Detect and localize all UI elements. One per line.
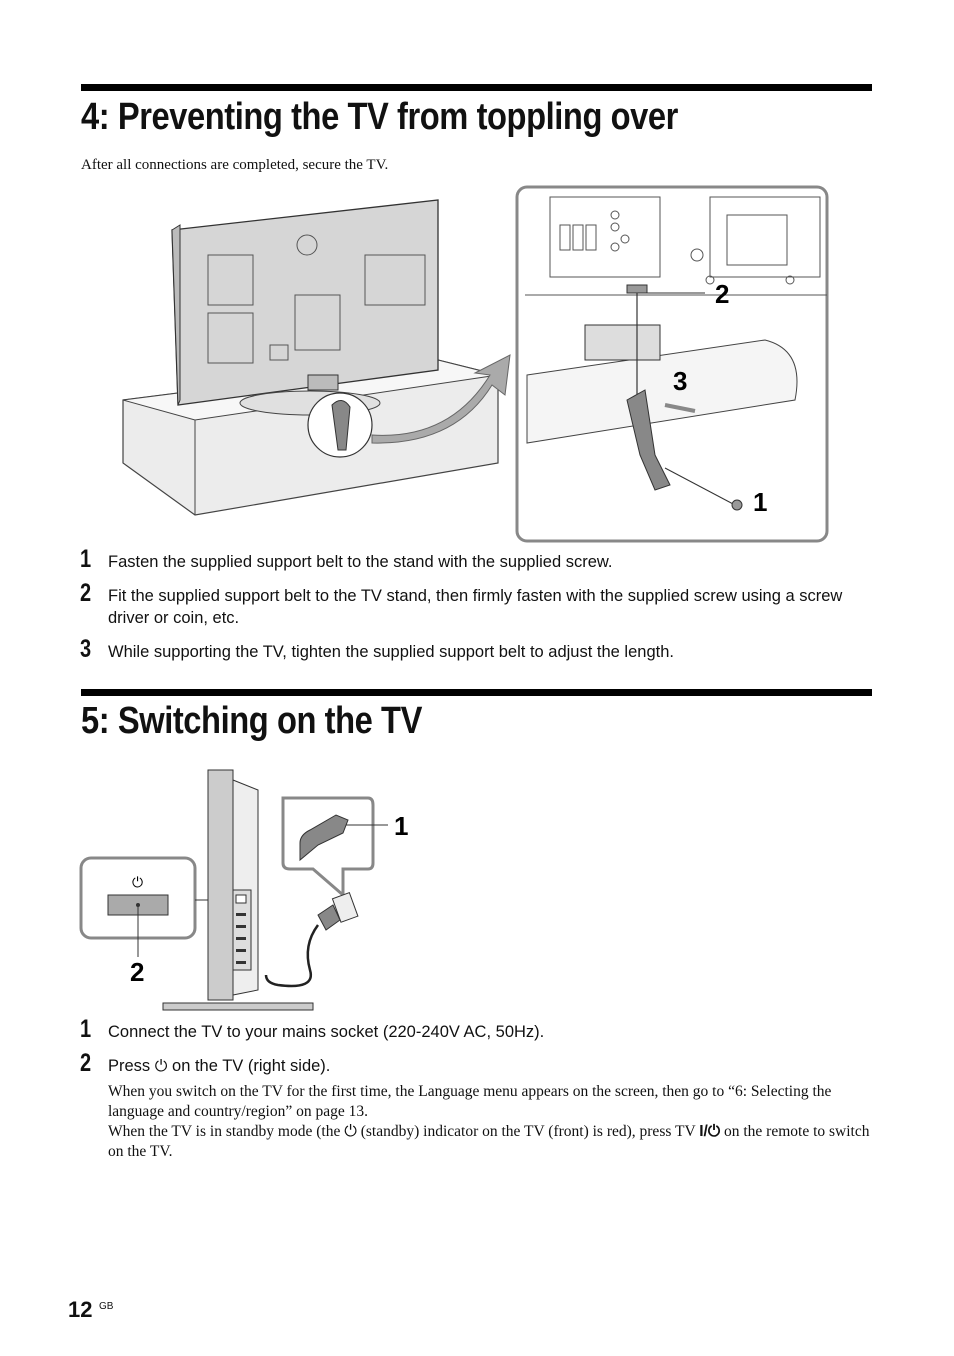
page-number: 12 [68,1297,93,1322]
section-title-toppling: 4: Preventing the TV from toppling over [81,96,678,138]
callout-2: 2 [715,279,729,309]
callout-2: 2 [130,957,144,987]
step-number: 2 [80,579,92,607]
step-text-press: Press [108,1057,151,1075]
step-text: Fit the supplied support belt to the TV … [108,587,843,627]
step-text: While supporting the TV, tighten the sup… [108,643,674,661]
step-number: 1 [80,545,92,573]
step-text: Fasten the supplied support belt to the … [108,553,613,571]
intro-text: After all connections are completed, sec… [81,157,389,173]
callout-1: 1 [753,487,767,517]
note-standby: When the TV is in standby mode (the ⏻ (s… [108,1122,873,1162]
switching-on-illustration: ⏻ 2 1 [79,769,408,1011]
support-belt-detail-illustration: 2 3 1 [515,185,829,543]
section-rule [81,689,872,696]
power-icon: ⏻ [132,874,143,890]
power-icon: ⏻ [154,1058,168,1075]
page-language: GB [99,1301,114,1312]
step-text: Press ⏻ on the TV (right side). [108,1055,878,1078]
section-title-switching: 5: Switching on the TV [81,700,422,742]
tv-on-stand-illustration [122,199,511,516]
note-first-time: When you switch on the TV for the first … [108,1083,832,1120]
callout-1: 1 [394,811,408,841]
step-number: 2 [80,1049,92,1077]
step-text-rest: on the TV (right side). [172,1057,331,1075]
standby-icon: ⏻ [344,1123,357,1140]
note-standby-part-c: on the remote to switch on the TV. [108,1123,870,1160]
tv-power-icon: I/⏻ [699,1123,721,1140]
note-standby-part-b: (standby) indicator on the TV (front) is… [360,1123,696,1140]
step-number: 3 [80,635,92,663]
section-rule [81,84,872,91]
callout-3: 3 [673,366,687,396]
step-number: 1 [80,1015,92,1043]
note-standby-part-a: When the TV is in standby mode (the [108,1123,341,1140]
step-text: Connect the TV to your mains socket (220… [108,1023,545,1041]
